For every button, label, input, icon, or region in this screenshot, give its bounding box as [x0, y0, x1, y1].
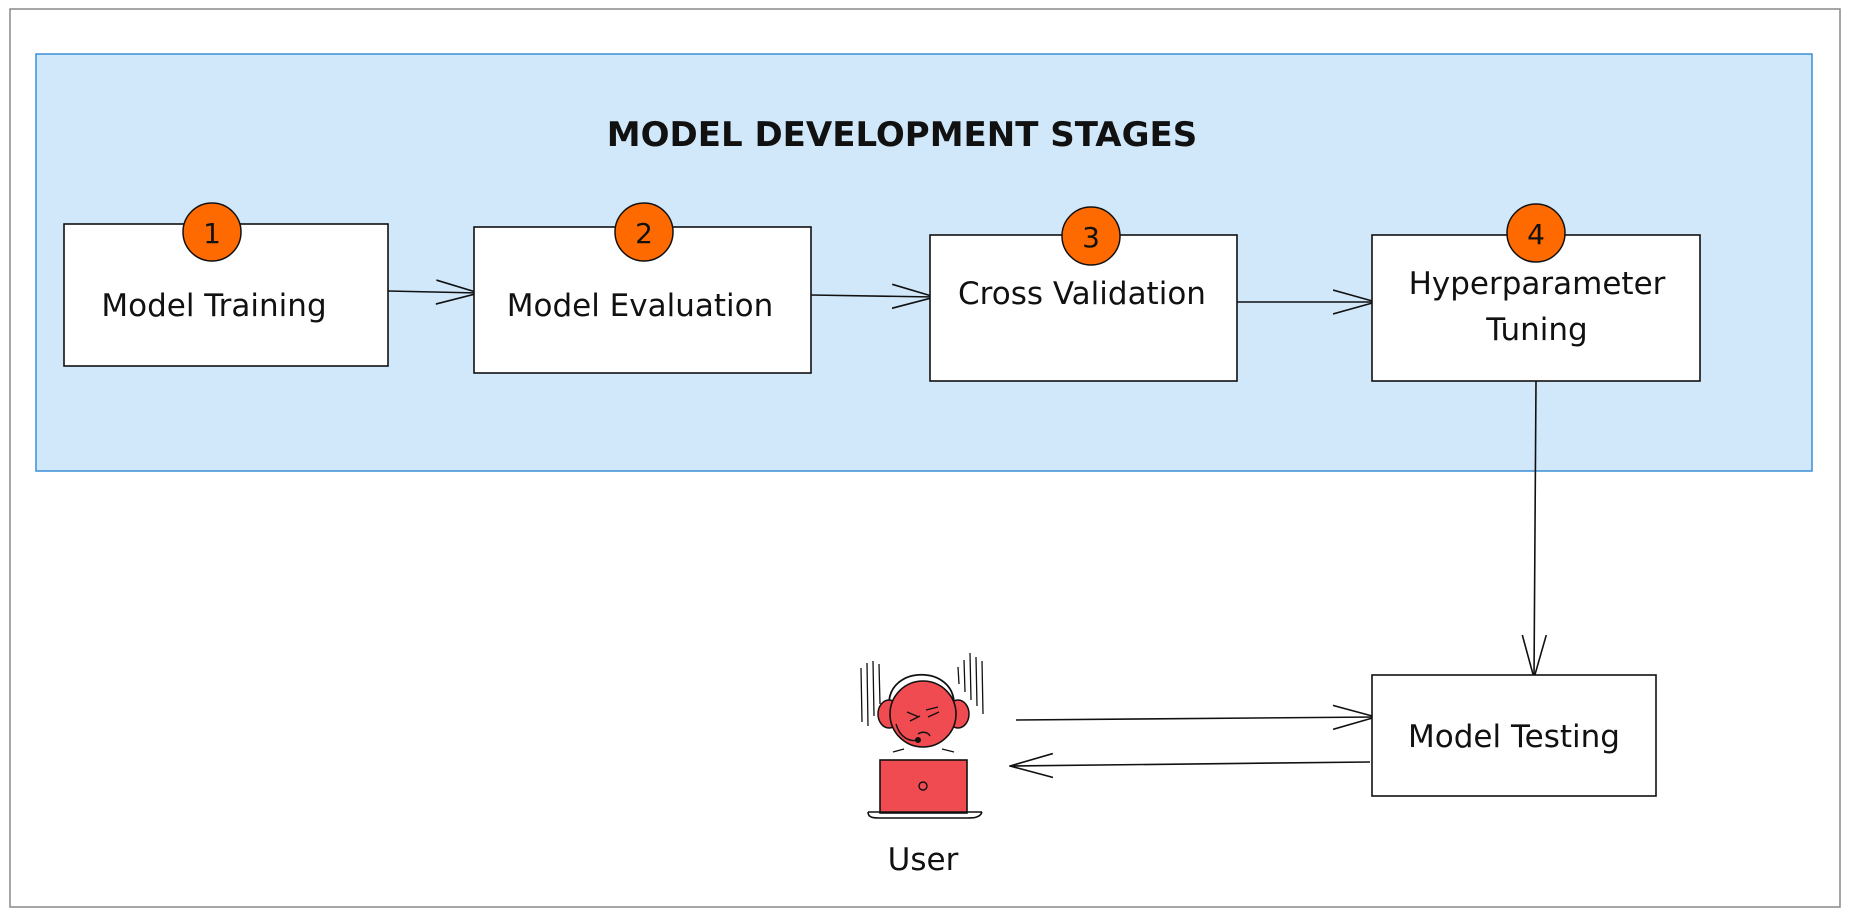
group-title: MODEL DEVELOPMENT STAGES [607, 115, 1197, 155]
user-label: User [888, 842, 959, 878]
model-testing-box: Model Testing [1371, 674, 1657, 797]
stage-badge-4-number: 4 [1527, 218, 1545, 251]
stage-badge-4 [1506, 203, 1566, 263]
stage-model-evaluation: 2 Model Evaluation [473, 202, 812, 374]
stage-cross-validation: 3 Cross Validation [929, 206, 1238, 382]
arrow-evaluation-to-validation [810, 295, 935, 297]
user-at-laptop-icon [860, 652, 984, 819]
arrow-user-to-testing [1015, 717, 1376, 720]
stage-label-4-line1: Hyperparameter [1409, 266, 1666, 302]
arrow-training-to-evaluation [387, 291, 479, 293]
model-testing-label: Model Testing [1408, 719, 1620, 755]
stage-badge-2-number: 2 [635, 217, 653, 250]
stage-badge-3-number: 3 [1082, 221, 1100, 254]
stage-badge-3 [1061, 206, 1121, 266]
stage-label-4-line2: Tuning [1485, 312, 1587, 348]
stage-model-training: 1 Model Training [63, 202, 389, 367]
arrow-tuning-to-testing [1534, 380, 1536, 678]
stage-badge-1 [182, 202, 242, 262]
arrow-testing-to-user [1010, 762, 1371, 766]
stage-label-2: Model Evaluation [507, 288, 774, 324]
stage-label-3: Cross Validation [958, 276, 1206, 312]
stage-label-1: Model Training [101, 288, 326, 324]
stage-hyperparameter-tuning: 4 Hyperparameter Tuning [1371, 203, 1701, 382]
stage-badge-2 [614, 202, 674, 262]
stage-badge-1-number: 1 [203, 217, 221, 250]
